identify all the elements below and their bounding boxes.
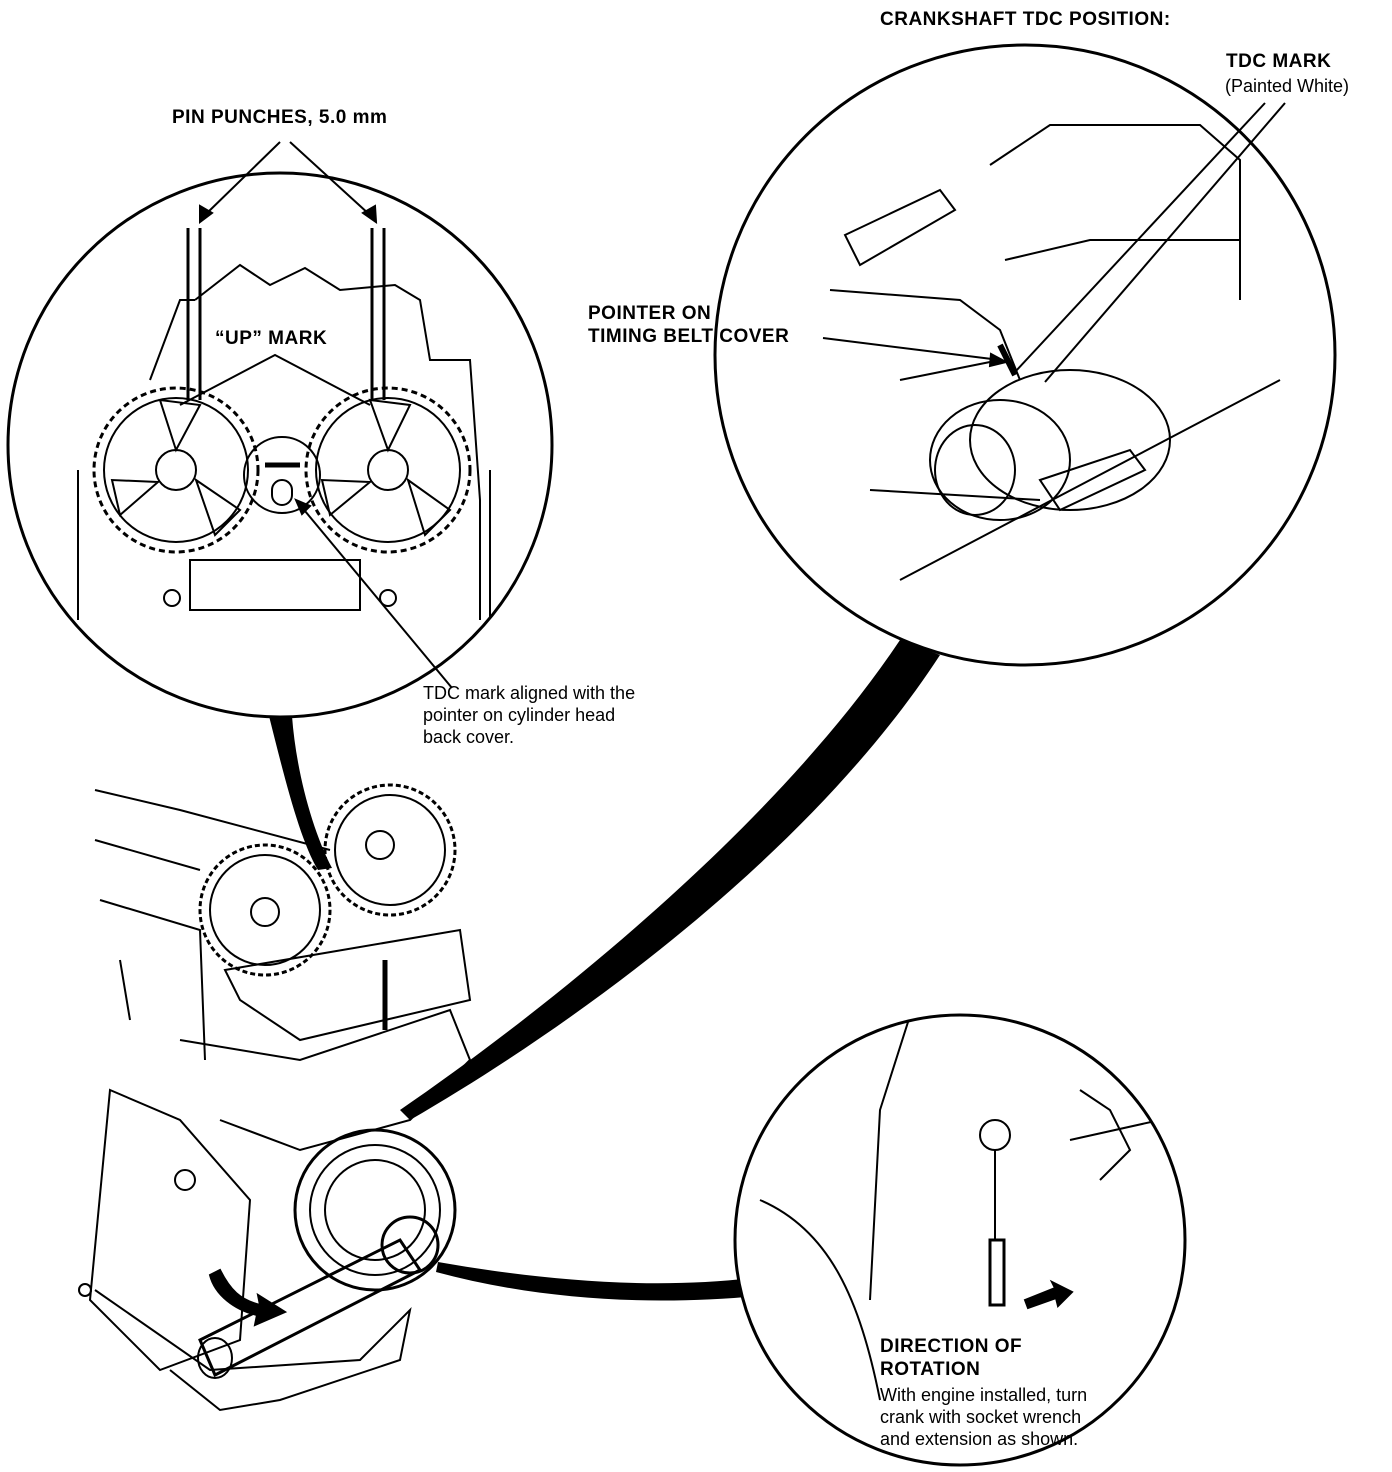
- crankshaft-tdc-detail-circle: [713, 43, 1337, 667]
- tdc-pointer: [997, 343, 1018, 377]
- engine-installed-line1: With engine installed, turn: [880, 1385, 1088, 1405]
- tdc-aligned-note: TDC mark aligned with the pointer on cyl…: [423, 683, 635, 749]
- tdc-aligned-line3: back cover.: [423, 726, 515, 747]
- tdc-mark-label: TDC MARK: [1226, 51, 1332, 72]
- lower-cover: [189, 559, 361, 611]
- callout-connectors: [268, 640, 940, 1301]
- tdc-mark-window: [243, 436, 321, 514]
- engine-rotation-arrow-icon: [208, 1268, 288, 1327]
- tdc-aligned-line1: TDC mark aligned with the: [423, 683, 636, 703]
- direction-of-rotation-label: DIRECTION OF ROTATION: [880, 1335, 1022, 1381]
- engine-cam-pulley-front: [198, 843, 332, 977]
- connector-rotation-detail: [436, 1262, 758, 1301]
- pointer-label-line2: TIMING BELT COVER: [588, 326, 790, 348]
- direction-line2: ROTATION: [880, 1359, 981, 1381]
- engine-crank-pulley: [293, 1128, 457, 1292]
- engine-installed-note: With engine installed, turn crank with s…: [880, 1385, 1087, 1451]
- rotation-arrow-icon: [1023, 1279, 1074, 1310]
- connector-crank-tdc-detail: [400, 640, 940, 1120]
- rotation-detail-circle: [733, 1013, 1187, 1467]
- connector-camshaft-detail: [268, 712, 332, 870]
- pin-punches-label: PIN PUNCHES, 5.0 mm: [172, 107, 388, 128]
- tdc-aligned-line2: pointer on cylinder head: [423, 704, 616, 725]
- pointer-label: POINTER ON TIMING BELT COVER: [588, 302, 789, 348]
- painted-white-label: (Painted White): [1225, 76, 1350, 96]
- camshaft-detail-circle: [6, 171, 554, 719]
- leader-lines: [179, 102, 1286, 689]
- right-cam-pulley: [304, 386, 472, 554]
- crankshaft-tdc-position-heading: CRANKSHAFT TDC POSITION:: [880, 9, 1171, 30]
- direction-line1: DIRECTION OF: [880, 1336, 1023, 1357]
- pointer-label-line1: POINTER ON: [588, 303, 712, 324]
- engine-installed-line3: and extension as shown.: [880, 1428, 1079, 1449]
- engine-installed-line2: crank with socket wrench: [880, 1406, 1082, 1427]
- engine-cam-pulley-rear: [323, 783, 457, 917]
- head-outline: [77, 263, 491, 620]
- crank-pulley-outer: [969, 369, 1171, 511]
- up-mark-label: “UP” MARK: [215, 328, 328, 349]
- engine-illustration: [78, 783, 472, 1412]
- left-cam-pulley: [92, 386, 260, 554]
